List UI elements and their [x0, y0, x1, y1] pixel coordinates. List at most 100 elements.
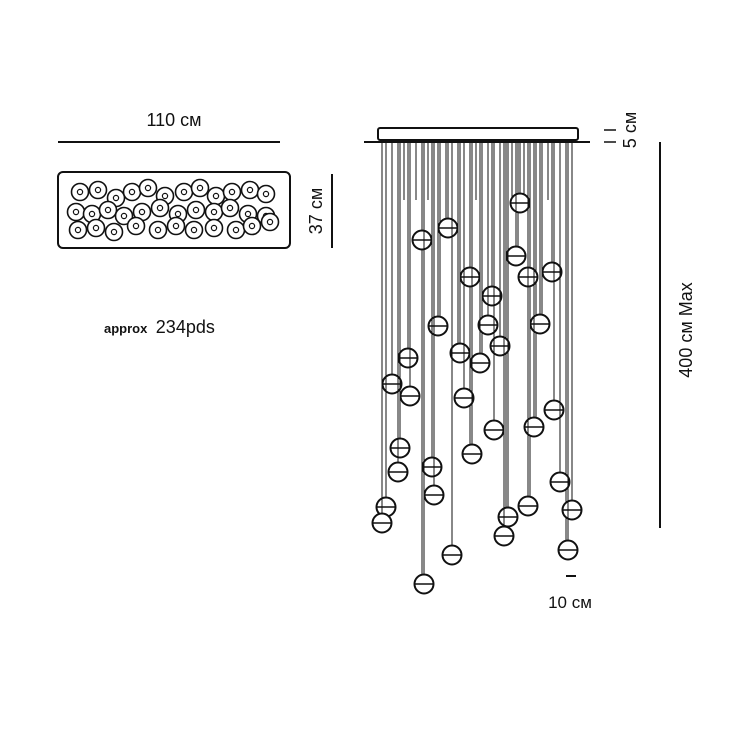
globe-outline — [114, 206, 134, 226]
canopy-height-label: 5 см — [620, 112, 640, 148]
pendant-globe — [453, 142, 475, 409]
top-view-globe — [206, 186, 226, 206]
globe-outline — [186, 200, 206, 220]
globe-outline — [86, 218, 106, 238]
globe-center — [144, 184, 152, 192]
globe-outline — [174, 182, 194, 202]
top-view-globe — [166, 216, 186, 236]
globe-center — [74, 226, 82, 234]
top-view-globe — [104, 222, 124, 242]
pendant-globe — [441, 142, 463, 566]
globe-center — [104, 206, 112, 214]
pendant-globe — [449, 142, 471, 364]
globe-outline — [260, 212, 280, 232]
globe-center — [172, 222, 180, 230]
globe-center — [161, 192, 169, 200]
top-view-globe — [114, 206, 134, 226]
globe-outline — [190, 178, 210, 198]
top-view-globe — [66, 202, 86, 222]
globe-outline — [148, 220, 168, 240]
weight-value: 234pds — [156, 317, 215, 337]
globe-center — [266, 218, 274, 226]
globe-center — [72, 208, 80, 216]
globe-outline — [226, 220, 246, 240]
globe-outline — [98, 200, 118, 220]
globe-center — [138, 208, 146, 216]
pendant-globe — [505, 142, 527, 267]
globe-center — [228, 188, 236, 196]
globe-center — [244, 210, 252, 218]
pendant-globe — [517, 142, 539, 517]
globe-center — [262, 190, 270, 198]
pendant-globe — [529, 142, 551, 335]
globe-center — [192, 206, 200, 214]
globe-center — [196, 184, 204, 192]
globe-outline — [256, 184, 276, 204]
globe-center — [120, 212, 128, 220]
top-view-globe — [138, 178, 158, 198]
pendant-globe — [459, 142, 481, 288]
globe-center — [94, 186, 102, 194]
globe-center — [156, 204, 164, 212]
globe-center — [210, 208, 218, 216]
top-view-globe — [148, 220, 168, 240]
pendant-globe — [561, 142, 583, 521]
top-view-globe — [98, 200, 118, 220]
top-view-globe — [204, 202, 224, 222]
globe-outline — [204, 218, 224, 238]
pendant-globe — [481, 142, 503, 307]
globe-center — [154, 226, 162, 234]
depth-label: 37 см — [306, 188, 326, 234]
pendant-globe — [493, 142, 515, 547]
pendant-globe — [411, 142, 433, 251]
top-view-globe — [86, 218, 106, 238]
pendant-globe — [469, 142, 491, 374]
top-view-globe — [256, 184, 276, 204]
globe-outline — [66, 202, 86, 222]
globe-outline — [68, 220, 88, 240]
globe-outline — [150, 198, 170, 218]
globe-outline — [104, 222, 124, 242]
pendant-globe — [509, 142, 531, 214]
pendant-globe — [387, 142, 409, 483]
pendant-globe — [371, 142, 393, 534]
top-view-globe — [242, 216, 262, 236]
pendant-globe — [437, 142, 459, 239]
globe-center — [180, 188, 188, 196]
globe-outline — [184, 220, 204, 240]
top-view-globe — [260, 212, 280, 232]
globe-center — [190, 226, 198, 234]
globe-center — [128, 188, 136, 196]
pendant-globe — [477, 142, 499, 336]
top-view-globe — [222, 182, 242, 202]
weight-label: approx 234pds — [104, 317, 215, 337]
top-view-globe — [240, 180, 260, 200]
pendant-globe — [523, 142, 545, 438]
globe-outline — [204, 202, 224, 222]
pendant-globe — [543, 142, 565, 421]
top-view-globe — [204, 218, 224, 238]
top-view-globe — [132, 202, 152, 222]
pendant-globe — [421, 142, 443, 478]
top-view-globe — [190, 178, 210, 198]
width-label: 110 см — [146, 110, 201, 130]
globe-center — [210, 224, 218, 232]
globe-diameter-label: 10 см — [548, 593, 592, 612]
globe-center — [232, 226, 240, 234]
globe-outline — [222, 182, 242, 202]
pendant-globe — [413, 142, 435, 595]
globe-outline — [242, 216, 262, 236]
globe-outline — [88, 180, 108, 200]
globe-center — [112, 194, 120, 202]
pendant-globe — [541, 142, 563, 283]
globe-center — [132, 222, 140, 230]
pendant-globe — [375, 142, 397, 518]
top-view-globe — [122, 182, 142, 202]
pendant-globe — [427, 142, 449, 337]
globe-center — [212, 192, 220, 200]
top-view-globe — [126, 216, 146, 236]
weight-prefix: approx — [104, 321, 148, 336]
globe-center — [174, 210, 182, 218]
